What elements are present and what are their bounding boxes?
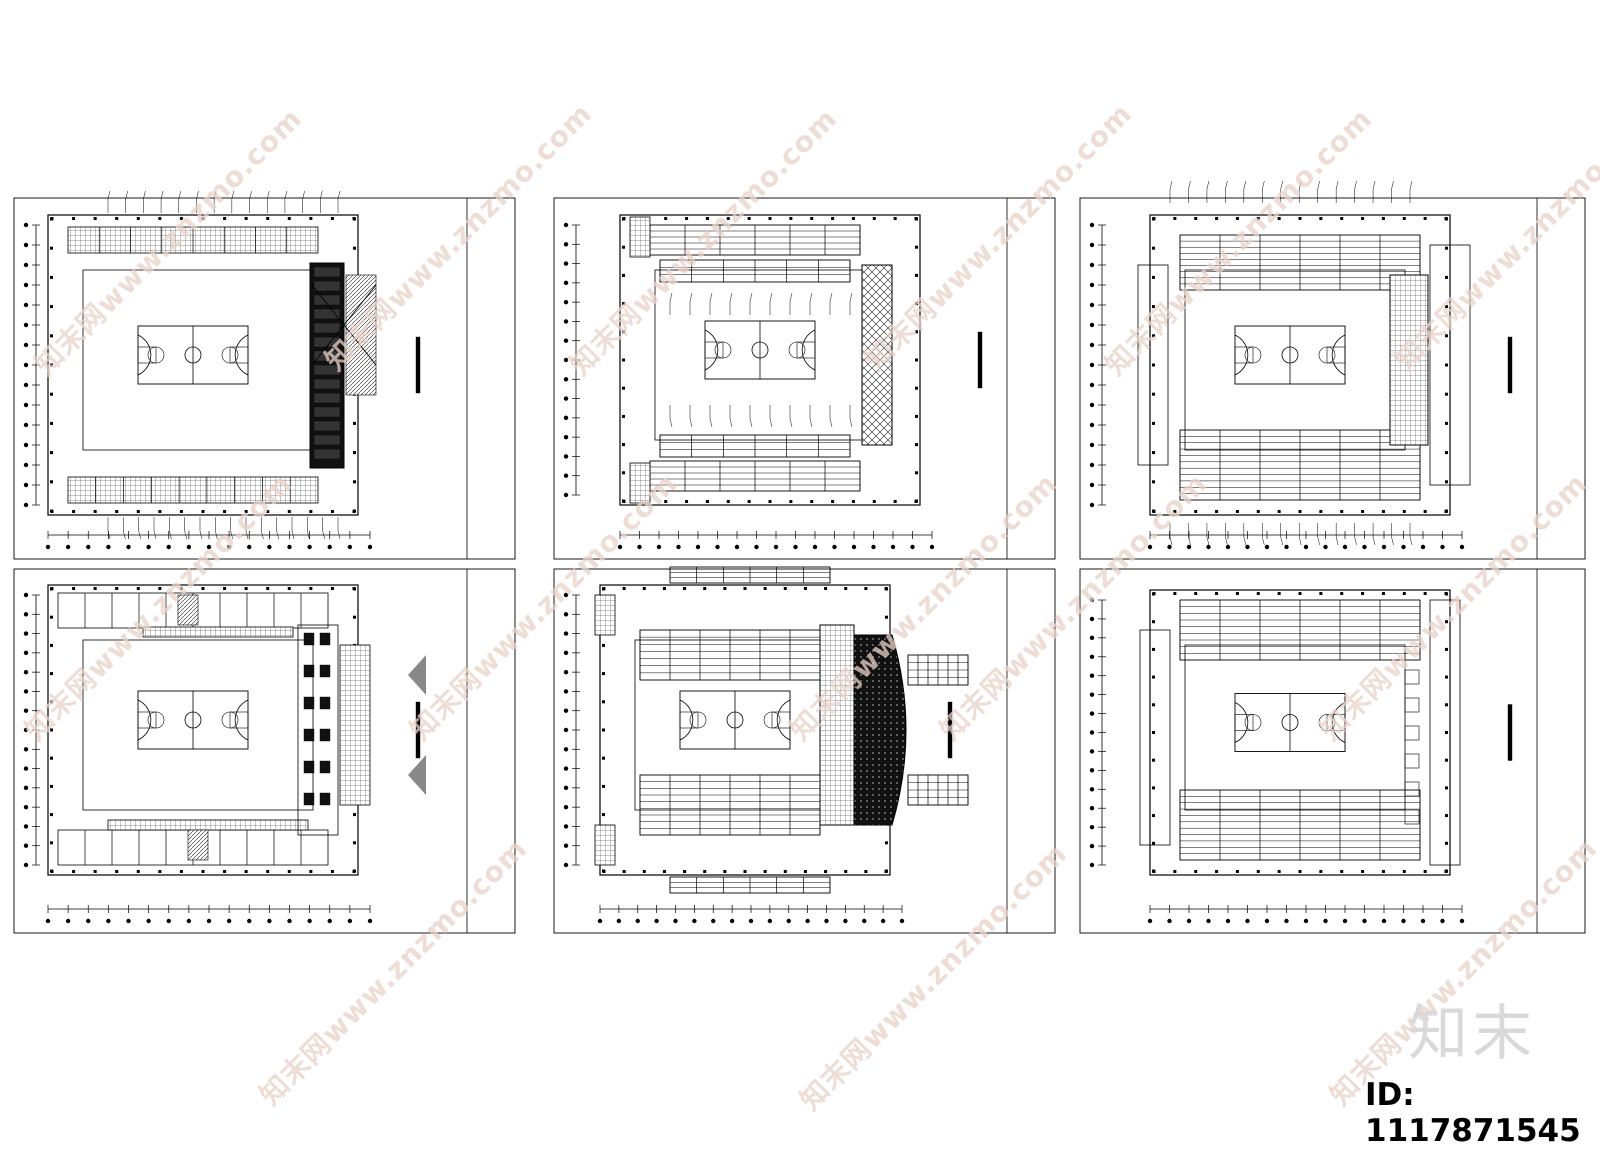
east-seating (861, 264, 893, 446)
building-outline (1149, 214, 1451, 516)
brand-logo: 知末 (1408, 999, 1536, 1069)
floor-plan-2 (553, 197, 1056, 560)
north-corridor (142, 626, 294, 638)
east-rooms (297, 624, 339, 836)
east-canopy (345, 274, 377, 396)
east-canopy (339, 644, 371, 806)
east-seating (819, 624, 855, 826)
east-stand-dark (853, 634, 907, 826)
sheet-frame (553, 568, 1056, 934)
building-outline (1149, 589, 1451, 876)
floor-plan-6 (1079, 568, 1586, 934)
sheet-frame (13, 568, 516, 934)
east-wing (1429, 244, 1471, 486)
floor-plan-3 (1079, 180, 1586, 560)
arena-floor (82, 639, 314, 811)
east-seating (1389, 274, 1429, 446)
building-outline (619, 214, 921, 506)
south-corridor (107, 819, 309, 831)
east-wing (1429, 599, 1461, 866)
drawing-id-label: ID: 1117871545 (1365, 1077, 1581, 1149)
west-wing (1137, 264, 1169, 466)
south-stair (187, 829, 209, 861)
floor-plan-1 (13, 190, 516, 560)
floor-plan-4 (13, 568, 516, 934)
west-wing (1139, 629, 1171, 846)
north-stair (177, 594, 199, 626)
floor-plan-5 (553, 566, 1056, 934)
